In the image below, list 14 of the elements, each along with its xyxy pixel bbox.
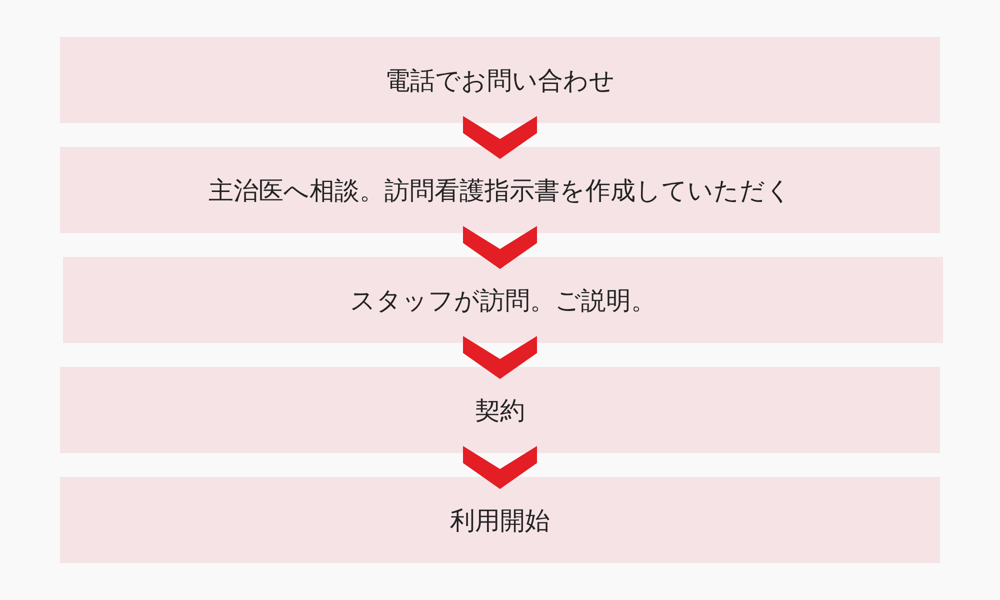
step-label: 利用開始	[450, 504, 550, 536]
chevron-arrow	[463, 336, 537, 379]
step-label: 電話でお問い合わせ	[385, 64, 615, 96]
step-box	[60, 147, 940, 233]
step-label: 契約	[475, 394, 525, 426]
chevron-arrow	[463, 116, 537, 159]
chevron-arrow	[463, 446, 537, 489]
step-box	[60, 367, 940, 453]
step-label: スタッフが訪問。ご説明。	[350, 284, 656, 316]
step-box	[60, 37, 940, 123]
step-box	[63, 257, 943, 343]
step-label: 主治医へ相談。訪問看護指示書を作成していただく	[208, 174, 792, 206]
chevron-arrow	[463, 226, 537, 269]
step-box	[60, 477, 940, 563]
